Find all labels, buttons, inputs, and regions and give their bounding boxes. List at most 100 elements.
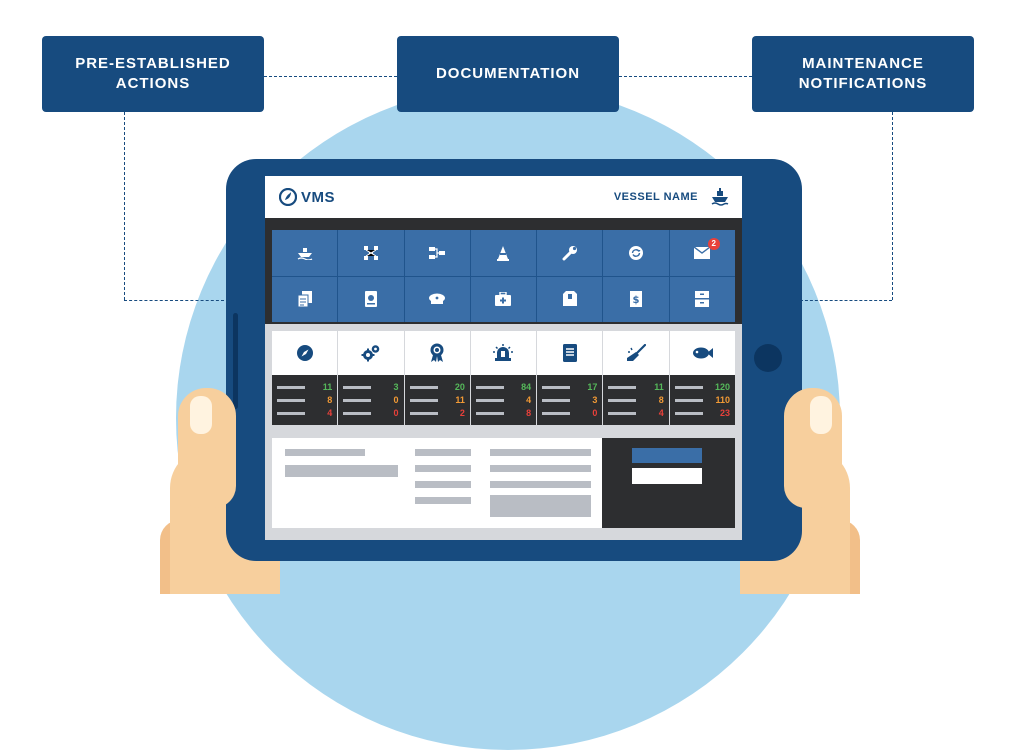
stat-value: 8 — [526, 408, 532, 418]
stat-column[interactable]: 11 8 4 — [272, 331, 338, 425]
stat-bar — [674, 398, 703, 402]
stat-value: 84 — [521, 382, 532, 392]
stat-bar — [674, 385, 703, 389]
tile-box[interactable] — [537, 276, 603, 322]
stat-column[interactable]: 11 8 4 — [603, 331, 669, 425]
stat-table: 20 11 2 — [404, 375, 470, 425]
stat-icon-cell — [537, 331, 603, 375]
stat-value: 4 — [526, 395, 532, 405]
stat-icon-cell — [338, 331, 404, 375]
stat-value: 23 — [719, 408, 730, 418]
connector-left-vertical — [124, 112, 125, 300]
stat-value: 2 — [459, 408, 465, 418]
vessel-icon[interactable] — [710, 188, 730, 206]
connector-top-right — [619, 76, 752, 77]
stat-bar — [542, 411, 571, 415]
svg-text:$: $ — [633, 295, 640, 306]
stat-row-green: 11 — [277, 381, 332, 394]
stat-bar — [608, 398, 637, 402]
stat-row-orange: 4 — [475, 394, 532, 407]
stat-row-green: 120 — [674, 381, 730, 394]
stat-icon-cell — [603, 331, 669, 375]
stat-column[interactable]: 17 3 0 — [537, 331, 603, 425]
tile-ship[interactable] — [272, 230, 338, 276]
stat-value: 4 — [327, 408, 333, 418]
stat-bar — [542, 385, 571, 389]
stat-value: 0 — [393, 408, 399, 418]
stat-bar — [674, 411, 703, 415]
stat-row-orange: 8 — [608, 394, 664, 407]
stat-table: 11 8 4 — [272, 375, 338, 425]
primary-action-button[interactable] — [632, 448, 702, 463]
tile-network[interactable] — [338, 230, 404, 276]
tile-mail[interactable]: 2 — [669, 230, 735, 276]
home-button[interactable] — [754, 344, 782, 372]
tile-cone[interactable] — [470, 230, 537, 276]
stat-row-green: 17 — [542, 381, 597, 394]
stat-value: 4 — [658, 408, 664, 418]
tile-cabinet[interactable] — [669, 276, 735, 322]
connector-right-horizontal — [800, 300, 892, 301]
placeholder-line — [490, 465, 591, 472]
invoice-icon: $ — [630, 291, 643, 308]
stat-table: 11 8 4 — [603, 375, 669, 425]
tile-first-aid[interactable] — [470, 276, 537, 322]
stat-value: 110 — [715, 395, 730, 405]
wrench-icon — [562, 245, 577, 261]
fish-icon — [693, 347, 714, 359]
stat-bar — [475, 411, 504, 415]
stat-bar — [277, 398, 305, 402]
callout-maintenance-notifications: MAINTENANCE NOTIFICATIONS — [752, 36, 974, 112]
stat-row-orange: 8 — [277, 394, 332, 407]
stat-icon-cell — [404, 331, 470, 375]
stat-bar — [608, 385, 637, 389]
placeholder-line — [415, 497, 471, 504]
stat-bar — [475, 385, 504, 389]
placeholder-line — [415, 481, 471, 488]
stat-row-green: 84 — [475, 381, 532, 394]
tile-documents[interactable] — [272, 276, 338, 322]
stat-row-orange: 3 — [542, 394, 597, 407]
stat-bar — [277, 385, 305, 389]
book-icon — [364, 291, 377, 308]
stat-row-red: 4 — [608, 407, 664, 420]
stat-column[interactable]: 120 110 23 — [669, 331, 735, 425]
connector-top-left — [264, 76, 397, 77]
manual-icon — [562, 344, 577, 362]
stat-icon-cell — [470, 331, 537, 375]
stat-bar — [343, 398, 372, 402]
tile-refresh[interactable] — [603, 230, 669, 276]
details-panel — [272, 438, 602, 528]
stat-icon-cell — [669, 331, 735, 375]
compass-icon — [296, 345, 313, 361]
secondary-action-button[interactable] — [632, 468, 702, 484]
stat-bar — [409, 398, 438, 402]
stat-column[interactable]: 3 0 0 — [338, 331, 404, 425]
award-icon — [430, 343, 444, 362]
tile-book[interactable] — [338, 276, 404, 322]
stat-value: 3 — [592, 395, 598, 405]
tile-workflow[interactable] — [404, 230, 470, 276]
action-panel — [602, 438, 735, 528]
stat-table: 17 3 0 — [537, 375, 603, 425]
tile-wrench[interactable] — [537, 230, 603, 276]
stat-value: 0 — [393, 395, 399, 405]
right-thumbnail — [810, 396, 832, 434]
stat-row-orange: 0 — [343, 394, 399, 407]
stat-row-red: 2 — [409, 407, 465, 420]
stat-row-red: 0 — [343, 407, 399, 420]
stat-value: 20 — [454, 382, 465, 392]
network-icon — [363, 245, 378, 260]
stat-value: 8 — [658, 395, 664, 405]
stat-column[interactable]: 84 4 8 — [470, 331, 537, 425]
tile-captain-hat[interactable] — [404, 276, 470, 322]
stat-column[interactable]: 20 11 2 — [404, 331, 470, 425]
logo-text: VMS — [301, 188, 336, 206]
logo-mark-icon — [279, 188, 297, 206]
stat-value: 8 — [327, 395, 333, 405]
workflow-icon — [429, 246, 446, 259]
connector-right-vertical — [892, 112, 893, 300]
tile-invoice[interactable]: $ — [603, 276, 669, 322]
vms-logo[interactable]: VMS — [279, 188, 335, 206]
stat-value: 120 — [714, 382, 730, 392]
